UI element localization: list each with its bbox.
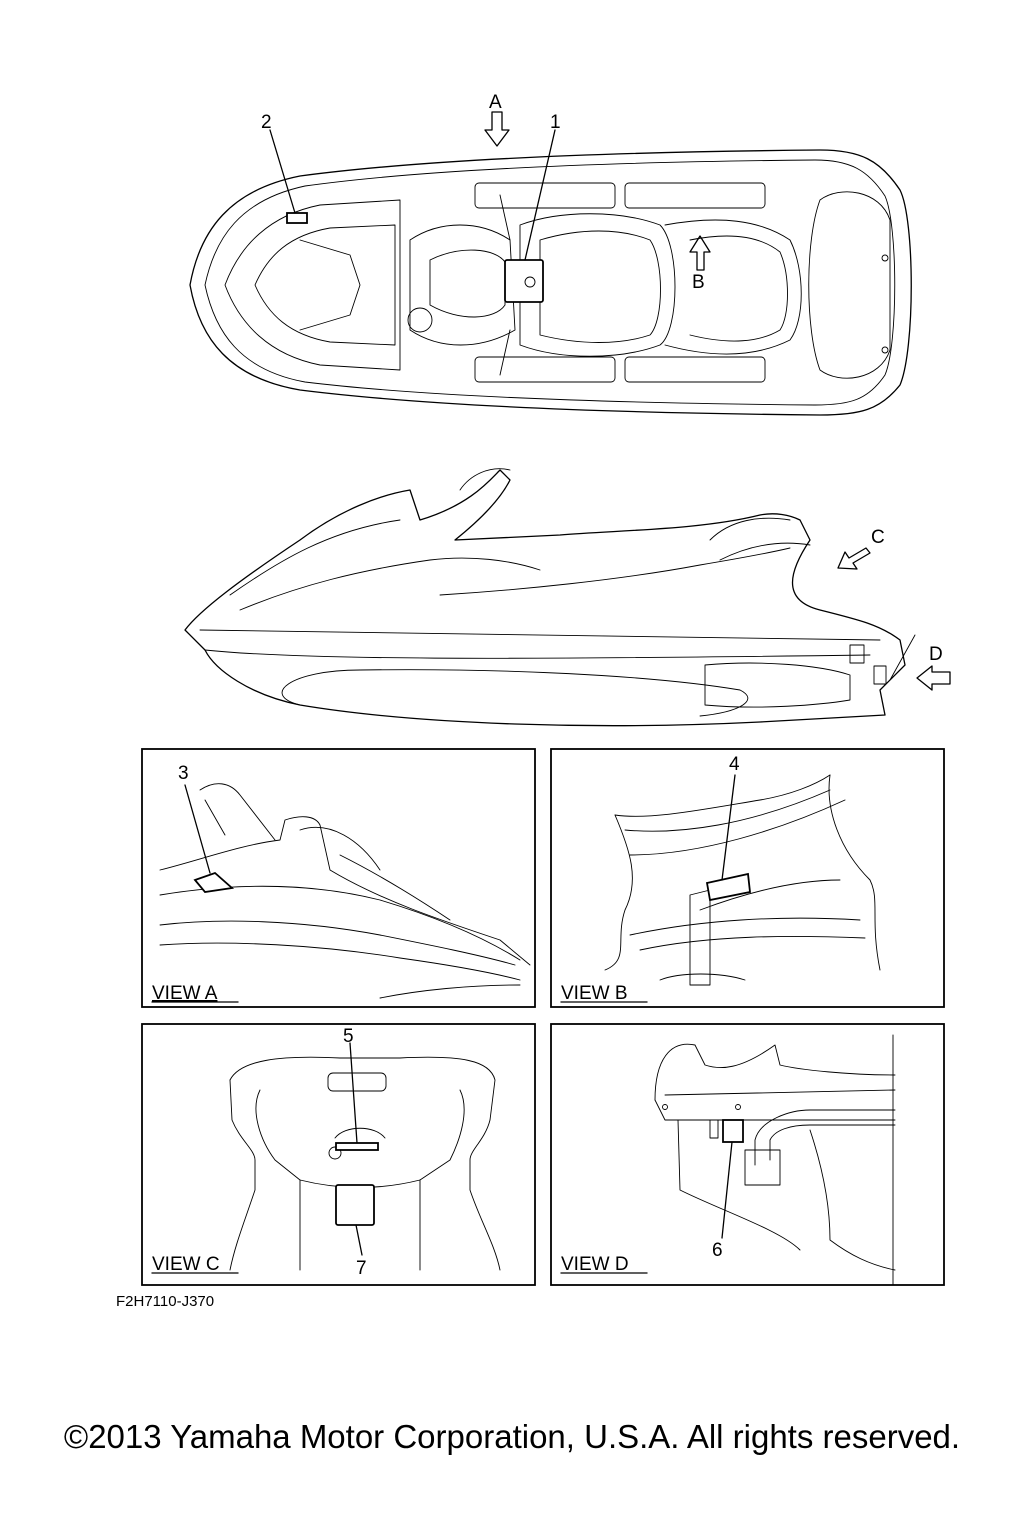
arrow-label-a: A xyxy=(489,92,502,113)
callout-7: 7 xyxy=(356,1258,367,1279)
view-b-label: VIEW B xyxy=(561,983,628,1004)
side-view-watercraft xyxy=(184,468,916,727)
diagram-code: F2H7110-J370 xyxy=(116,1293,214,1310)
view-a-panel xyxy=(141,748,536,1008)
view-a-label: VIEW A xyxy=(152,983,218,1004)
callout-2: 2 xyxy=(261,112,272,133)
view-c-panel xyxy=(141,1023,536,1286)
callout-6: 6 xyxy=(712,1240,723,1261)
view-c-label: VIEW C xyxy=(152,1254,220,1275)
arrow-label-c: C xyxy=(871,527,885,548)
arrow-label-b: B xyxy=(692,272,705,293)
callout-4: 4 xyxy=(729,754,740,775)
view-d-label: VIEW D xyxy=(561,1254,629,1275)
arrow-label-d: D xyxy=(929,644,943,665)
callout-5: 5 xyxy=(343,1026,354,1047)
top-view-watercraft xyxy=(189,149,912,416)
view-d-panel xyxy=(550,1023,945,1286)
view-b-panel xyxy=(550,748,945,1008)
callout-3: 3 xyxy=(178,763,189,784)
copyright-notice: ©2013 Yamaha Motor Corporation, U.S.A. A… xyxy=(63,1418,961,1455)
callout-1: 1 xyxy=(550,112,561,133)
